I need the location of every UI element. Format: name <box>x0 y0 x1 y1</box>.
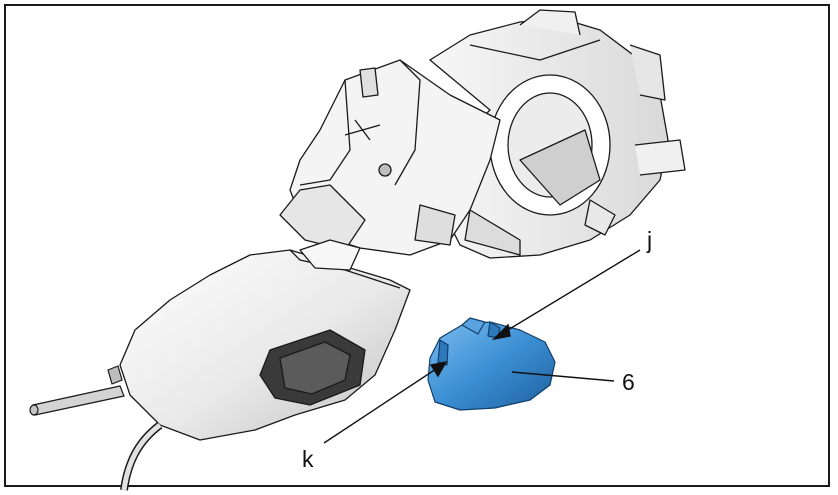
ring-housing <box>429 9 686 259</box>
leader-line-j <box>502 249 641 334</box>
leader-line-k <box>323 368 437 444</box>
column-body <box>279 59 501 256</box>
wire-harness <box>120 421 163 491</box>
leader-line-6 <box>511 371 615 382</box>
arrowhead-k <box>429 361 448 378</box>
callout-label-6: 6 <box>622 369 635 395</box>
callout-label-k: k <box>302 446 314 472</box>
switch-component-6 <box>427 317 556 411</box>
arrowhead-j <box>491 323 511 341</box>
column-shroud <box>119 239 411 441</box>
column-shaft <box>29 365 125 416</box>
callout-label-j: j <box>647 227 653 253</box>
leader-lines <box>323 249 641 444</box>
